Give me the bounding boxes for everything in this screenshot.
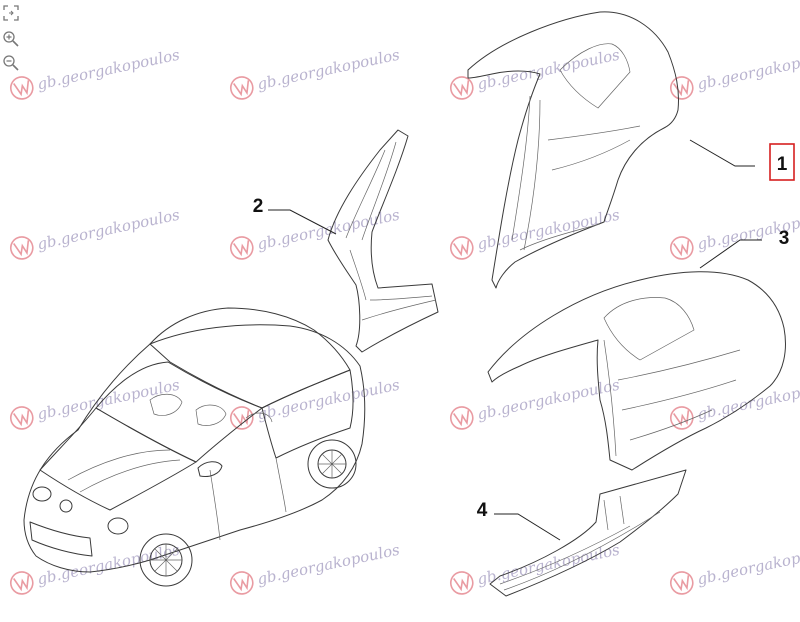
watermark-logo-icon — [229, 406, 254, 430]
watermark: gb.georgakopoulos — [229, 46, 402, 100]
watermark-text: gb.georgakopoulos — [36, 541, 182, 589]
watermark: gb.georgakopoulos — [669, 541, 800, 595]
callout-3-label[interactable]: 3 — [779, 228, 790, 249]
watermark-logo-icon — [669, 236, 694, 260]
watermark: gb.georgakopoulos — [9, 206, 182, 260]
watermark-logo-icon — [669, 571, 694, 595]
watermark-text: gb.georgakopoulos — [256, 541, 402, 589]
leader-lines — [268, 139, 762, 541]
zoom-in-icon[interactable] — [2, 30, 20, 48]
watermark-logo-icon — [669, 406, 694, 430]
callout-1-label[interactable]: 1 — [777, 154, 788, 175]
fit-to-screen-icon[interactable] — [2, 4, 20, 22]
watermark-text: gb.georgakopoulos — [696, 46, 800, 94]
watermark: gb.georgakopoulos — [9, 46, 182, 100]
vehicle-illustration — [23, 307, 366, 587]
part-3-rear-panel[interactable] — [487, 271, 786, 471]
watermark-text: gb.georgakopoulos — [696, 376, 800, 424]
part-1-quarter-panel[interactable] — [467, 11, 679, 289]
watermark-logo-icon — [9, 76, 34, 100]
watermark: gb.georgakopoulos — [449, 206, 622, 260]
watermark-text: gb.georgakopoulos — [36, 206, 182, 254]
part-2-a-pillar[interactable] — [327, 129, 439, 353]
part-4-sill-panel[interactable] — [489, 469, 687, 597]
watermark-logo-icon — [229, 571, 254, 595]
watermark-text: gb.georgakopoulos — [256, 376, 402, 424]
watermark: gb.georgakopoulos — [449, 541, 622, 595]
watermark-logo-icon — [9, 236, 34, 260]
watermark-text: gb.georgakopoulos — [476, 46, 622, 94]
watermark: gb.georgakopoulos — [669, 376, 800, 430]
watermark-logo-icon — [9, 406, 34, 430]
watermark-logo-icon — [229, 76, 254, 100]
watermark: gb.georgakopoulos — [449, 376, 622, 430]
watermark-text: gb.georgakopoulos — [256, 46, 402, 94]
watermark: gb.georgakopoulos — [229, 376, 402, 430]
callout-4-label[interactable]: 4 — [477, 500, 488, 521]
watermark-logo-icon — [669, 76, 694, 100]
callout-2-label[interactable]: 2 — [253, 196, 264, 217]
watermark: gb.georgakopoulos — [9, 376, 182, 430]
watermark-logo-icon — [449, 406, 474, 430]
watermark-logo-icon — [449, 571, 474, 595]
watermark-layer: gb.georgakopoulos gb.georgakopoulos gb.geo… — [9, 46, 800, 595]
watermark-logo-icon — [9, 571, 34, 595]
watermark-text: gb.georgakopoulos — [36, 46, 182, 94]
watermark: gb.georgakopoulos — [669, 46, 800, 100]
watermark-logo-icon — [449, 76, 474, 100]
zoom-out-icon[interactable] — [2, 54, 20, 72]
callout-1-highlight-box — [769, 143, 795, 181]
watermark-text: gb.georgakopoulos — [696, 541, 800, 589]
watermark-logo-icon — [449, 236, 474, 260]
watermark: gb.georgakopoulos — [229, 541, 402, 595]
watermark-text: gb.georgakopoulos — [36, 376, 182, 424]
watermark-logo-icon — [229, 236, 254, 260]
